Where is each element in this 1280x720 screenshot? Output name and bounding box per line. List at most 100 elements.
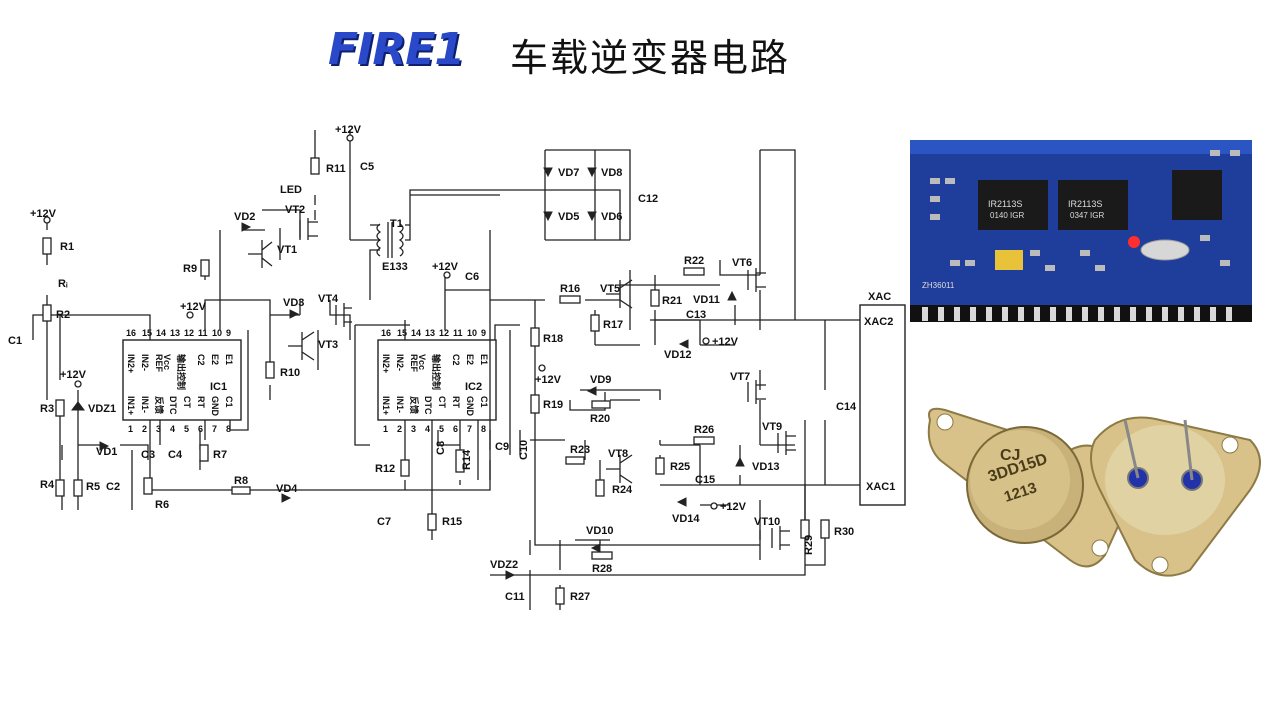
ic2-pin-number: 11: [453, 328, 463, 338]
supply-label: +12V: [720, 501, 747, 513]
resistor-label: R14: [461, 449, 473, 470]
resistor-bodies: [42, 157, 830, 605]
resistor-label: R1: [60, 241, 74, 253]
resistor-label: R22: [684, 255, 704, 267]
resistor-label: R16: [560, 283, 580, 295]
ic2-pin-bottom: DTC: [423, 396, 433, 415]
capacitor-label: C6: [465, 271, 479, 283]
ic1-pin-bottom: DTC: [168, 396, 178, 415]
ic1-pin-number: 1: [128, 424, 133, 434]
diode-label: VD6: [601, 211, 622, 223]
resistor-label: R2: [56, 309, 70, 321]
transformer-core-label: E133: [382, 261, 408, 273]
pot-label: Rᵢ: [58, 278, 68, 290]
ic2-chip: IC2 输出控制 IN2+ IN2- REF Vcc C2 E2 E1 IN1+…: [377, 328, 497, 434]
transistor-label: VT1: [277, 244, 297, 256]
diode-label: VD7: [558, 167, 579, 179]
capacitor-label: C3: [141, 449, 155, 461]
capacitor-label: C7: [377, 516, 391, 528]
transistor-label: VT3: [318, 339, 338, 351]
power-transistor-photo: CJ 3DD15D 1213: [920, 400, 1270, 595]
resistor-label: R15: [442, 516, 462, 528]
resistor-label: R3: [40, 403, 54, 415]
ic2-pin-bottom: IN1+: [381, 396, 391, 415]
pcb-code: ZH36011: [922, 281, 955, 290]
brand-logo: FIRE1: [328, 24, 465, 75]
resistor-label: R11: [326, 163, 346, 175]
ic1-pin-top: Vcc: [162, 354, 172, 370]
transformer-t1: [376, 222, 404, 258]
ic2-pin-number: 9: [481, 328, 486, 338]
header: FIRE1 车载逆变器电路: [0, 0, 1280, 100]
ic2-pin-top: REF: [409, 354, 419, 373]
ic1-pin-number: 11: [198, 328, 208, 338]
capacitor-label: C14: [836, 401, 857, 413]
ic1-pin-top: E1: [224, 354, 234, 365]
resistor-label: R20: [590, 413, 610, 425]
ic1-pin-number: 15: [142, 328, 152, 338]
transistor-label: VT10: [754, 516, 780, 528]
supply-label: +12V: [60, 369, 87, 381]
ic2-pin-top: IN2-: [395, 354, 405, 371]
ic2-pin-number: 13: [425, 328, 435, 338]
supply-label: +12V: [30, 208, 57, 220]
resistor-label: R29: [803, 535, 815, 555]
resistor-label: R9: [183, 263, 197, 275]
xac2-label: XAC2: [864, 316, 893, 328]
transistor-label: VT6: [732, 257, 752, 269]
diode-label: VD10: [586, 525, 614, 537]
terminals: [43, 134, 718, 510]
ic2-pin-number: 12: [439, 328, 449, 338]
transistor-label: VT4: [318, 293, 339, 305]
ic1-pin-number: 13: [170, 328, 180, 338]
capacitor-label: C4: [168, 449, 183, 461]
ic-chip-3: [1172, 170, 1222, 220]
diode-label: VD9: [590, 374, 611, 386]
resistor-label: R30: [834, 526, 854, 538]
ic1-pin-top: E2: [210, 354, 220, 365]
resistor-label: R17: [603, 319, 623, 331]
ic1-label: IC1: [210, 381, 227, 393]
diode-label: VD11: [693, 294, 720, 306]
ic2-label: IC2: [465, 381, 482, 393]
resistor-label: R28: [592, 563, 612, 575]
ic2-pin-number: 3: [411, 424, 416, 434]
supply-label: +12V: [432, 261, 459, 273]
capacitor-label: C13: [686, 309, 706, 321]
ic2-pin-top: Vcc: [417, 354, 427, 370]
resistor-label: R5: [86, 481, 100, 493]
ic2-pin-number: 8: [481, 424, 486, 434]
ic2-func: 输出控制: [431, 354, 442, 390]
ic2-pin-bottom: RT: [451, 396, 461, 408]
diode-label: VDZ2: [490, 559, 518, 571]
ic1-pin-bottom: CT: [182, 396, 192, 408]
supply-label: +12V: [180, 301, 207, 313]
resistor-label: R26: [694, 424, 714, 436]
diode-label: VD3: [283, 297, 304, 309]
ic2-pin-top: E2: [465, 354, 475, 365]
transistor-label: VT7: [730, 371, 750, 383]
transistor-label: VT2: [285, 204, 305, 216]
ic2-pin-bottom: GND: [465, 396, 475, 417]
resistor-label: R25: [670, 461, 690, 473]
diode-label: VD2: [234, 211, 255, 223]
wiring: [32, 130, 860, 610]
ic1-pin-number: 7: [212, 424, 217, 434]
supply-label: +12V: [335, 124, 362, 136]
ic1-pin-top: REF: [154, 354, 164, 373]
resistor-label: R27: [570, 591, 590, 603]
ic1-pin-number: 9: [226, 328, 231, 338]
pcb-board: [910, 140, 1252, 322]
resistor-label: R18: [543, 333, 563, 345]
diode-label: VD13: [752, 461, 780, 473]
ic2-pin-number: 16: [381, 328, 391, 338]
transistor-pin: [1183, 419, 1194, 481]
ic1-pin-bottom: GND: [210, 396, 220, 417]
capacitor-label: C2: [106, 481, 120, 493]
ic2-pin-number: 5: [439, 424, 444, 434]
ic2-pin-number: 15: [397, 328, 407, 338]
ic2-pin-bottom: IN1-: [395, 396, 405, 413]
resistor-label: R8: [234, 475, 248, 487]
resistor-label: R24: [612, 484, 633, 496]
ic1-pin-bottom: IN1-: [140, 396, 150, 413]
